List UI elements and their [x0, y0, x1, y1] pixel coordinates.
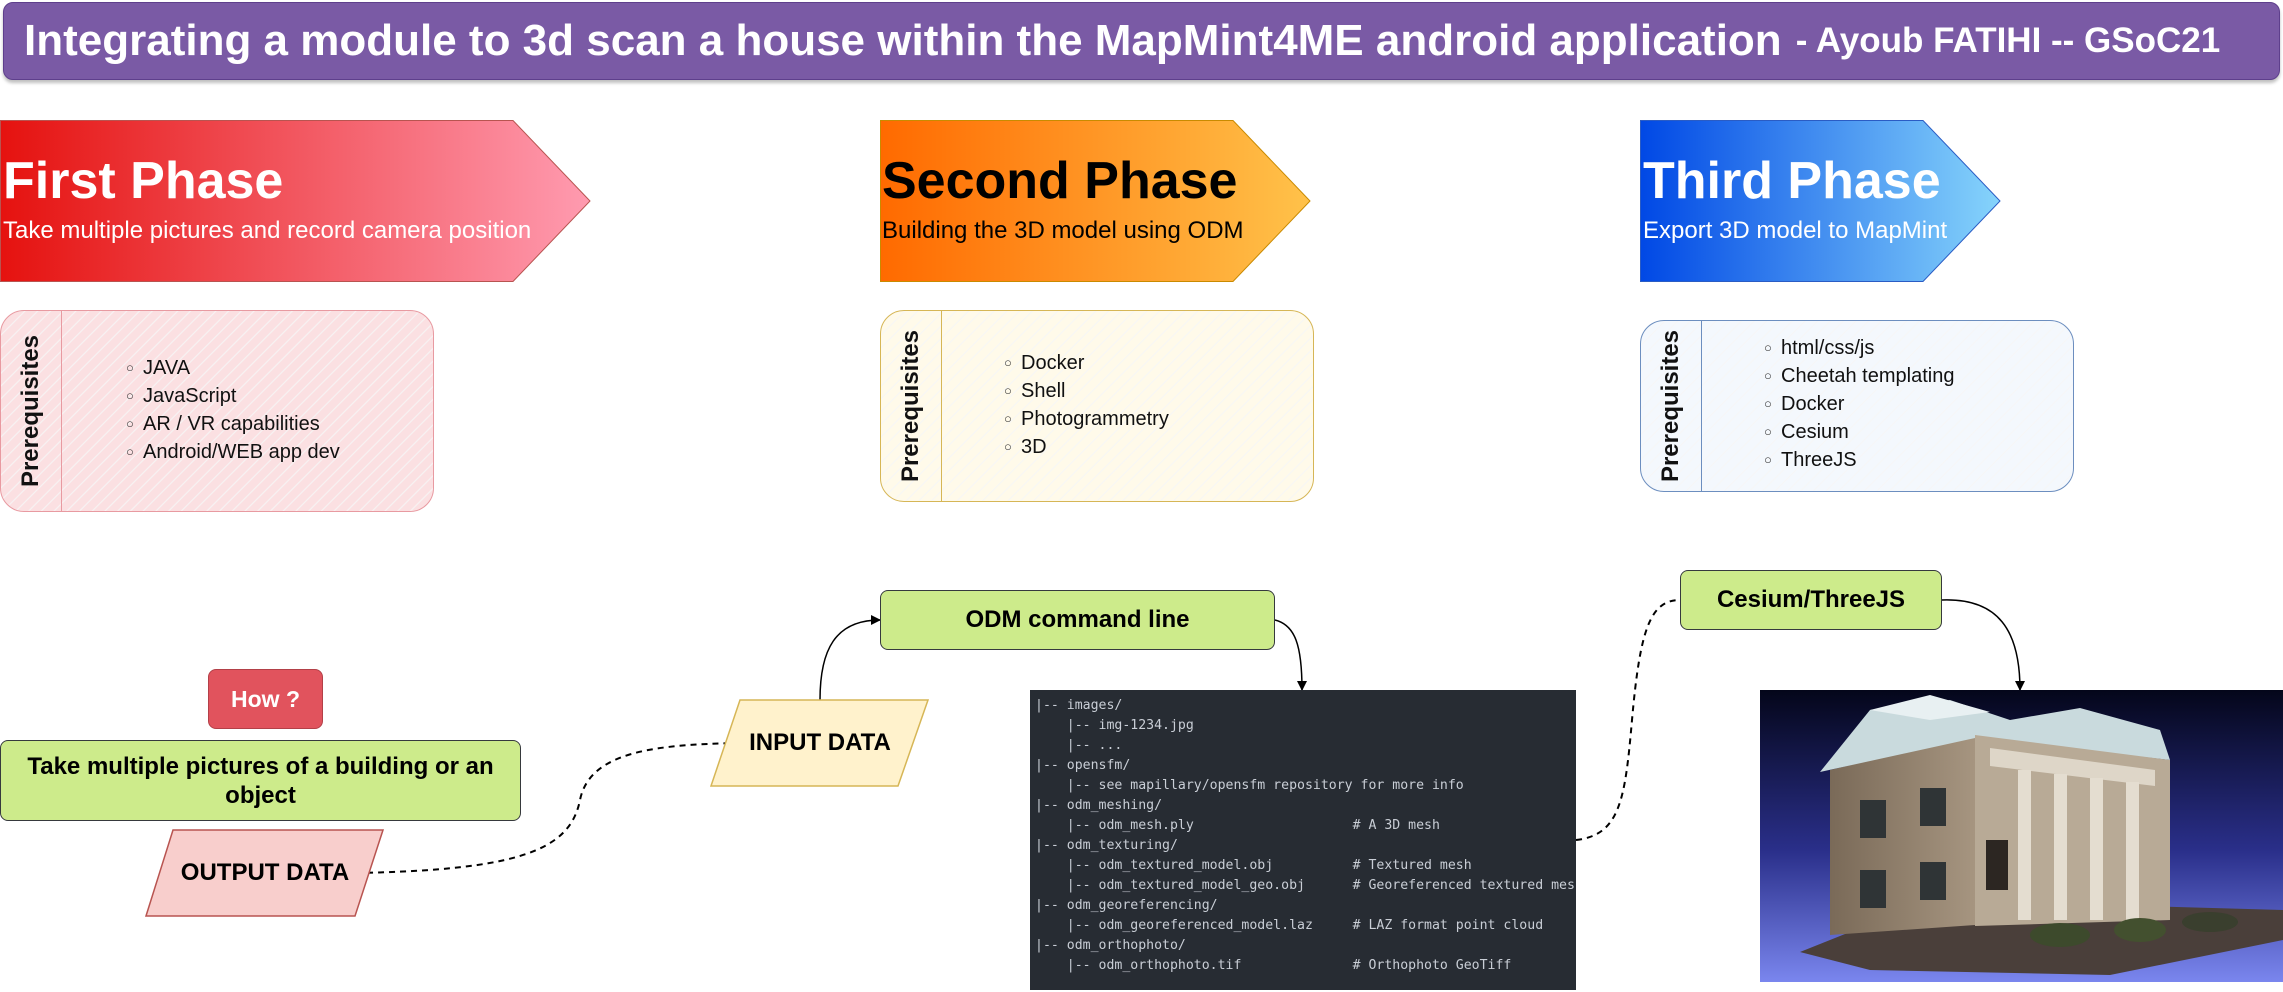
- prerequisite-item: Photogrammetry: [1004, 405, 1169, 433]
- prerequisites-list-1: JAVA JavaScript AR / VR capabilities And…: [126, 354, 340, 511]
- phase-1-text: First Phase Take multiple pictures and r…: [3, 155, 531, 245]
- prerequisites-box-3: Prerequisites html/css/js Cheetah templa…: [1640, 320, 2074, 492]
- code-line: |-- odm_georeferenced_model.laz # LAZ fo…: [1035, 918, 1544, 933]
- prerequisite-item: JAVA: [126, 354, 340, 382]
- prerequisite-item: Cheetah templating: [1764, 362, 1954, 390]
- prerequisites-header-1: Prerequisites: [1, 311, 62, 511]
- code-line: |-- odm_texturing/: [1035, 838, 1178, 853]
- connector-input-to-odm: [819, 615, 881, 701]
- house-3d-model-render: [1760, 690, 2283, 982]
- code-line: |-- odm_meshing/: [1035, 798, 1163, 813]
- prerequisite-item: ThreeJS: [1764, 446, 1954, 474]
- code-line: |-- see mapillary/opensfm repository for…: [1035, 778, 1464, 793]
- prerequisites-box-2: Prerequisites Docker Shell Photogrammetr…: [880, 310, 1314, 502]
- input-data-shape: [710, 699, 930, 787]
- phase-arrow-3: [1640, 120, 2001, 282]
- prerequisites-list-2: Docker Shell Photogrammetry 3D: [1004, 349, 1169, 501]
- code-line: |-- odm_orthophoto/: [1035, 938, 1186, 953]
- code-line: |-- odm_georeferencing/: [1035, 898, 1218, 913]
- code-line: |-- odm_orthophoto.tif # Orthophoto GeoT…: [1035, 958, 1512, 973]
- prerequisite-item: Docker: [1764, 390, 1954, 418]
- code-line: |-- images/: [1035, 698, 1123, 713]
- phase-1-title: First Phase: [3, 152, 284, 210]
- phase-2-title: Second Phase: [882, 152, 1238, 210]
- phase-2-text: Second Phase Building the 3D model using…: [882, 155, 1244, 245]
- connector-output-to-cesium: [1575, 599, 1681, 841]
- code-line: |-- img-1234.jpg: [1035, 718, 1194, 733]
- code-line: |-- ...: [1035, 738, 1123, 753]
- prerequisites-list-3: html/css/js Cheetah templating Docker Ce…: [1764, 334, 1954, 491]
- code-line: |-- odm_textured_model_geo.obj # Georefe…: [1035, 878, 1576, 893]
- take-pictures-label: Take multiple pictures of a building or …: [27, 752, 494, 809]
- phase-arrow-2: [880, 120, 1311, 282]
- output-data-shape: [145, 829, 385, 917]
- output-data-label: OUTPUT DATA: [180, 859, 350, 886]
- odm-output-tree: |-- images/ |-- img-1234.jpg |-- ... |--…: [1030, 690, 1576, 990]
- title-bar: Integrating a module to 3d scan a house …: [3, 2, 2280, 80]
- take-pictures-node: Take multiple pictures of a building or …: [0, 740, 521, 821]
- prerequisite-item: JavaScript: [126, 382, 340, 410]
- prerequisite-item: Shell: [1004, 377, 1169, 405]
- connector-cesium-to-render: [1941, 599, 2025, 691]
- phase-arrow-1: [0, 120, 591, 282]
- prerequisite-item: AR / VR capabilities: [126, 410, 340, 438]
- code-line: |-- opensfm/: [1035, 758, 1131, 773]
- how-node: How ?: [208, 669, 323, 729]
- odm-command-label: ODM command line: [965, 606, 1190, 633]
- phase-1-subtitle: Take multiple pictures and record camera…: [3, 217, 532, 244]
- phase-2-subtitle: Building the 3D model using ODM: [882, 217, 1244, 244]
- prerequisite-item: Android/WEB app dev: [126, 438, 340, 466]
- prerequisite-item: 3D: [1004, 433, 1169, 461]
- cesium-threejs-node: Cesium/ThreeJS: [1680, 570, 1942, 630]
- how-label: How ?: [231, 685, 300, 712]
- prerequisite-item: Cesium: [1764, 418, 1954, 446]
- odm-command-node: ODM command line: [880, 590, 1275, 650]
- page-subtitle: - Ayoub FATIHI -- GSoC21: [1795, 21, 2221, 60]
- prerequisites-box-1: Prerequisites JAVA JavaScript AR / VR ca…: [0, 310, 434, 512]
- code-line: |-- odm_mesh.ply # A 3D mesh: [1035, 818, 1440, 833]
- page-title: Integrating a module to 3d scan a house …: [24, 16, 1782, 65]
- phase-3-title: Third Phase: [1643, 152, 1941, 210]
- prerequisite-item: html/css/js: [1764, 334, 1954, 362]
- prerequisite-item: Docker: [1004, 349, 1169, 377]
- phase-3-subtitle: Export 3D model to MapMint: [1643, 217, 1948, 244]
- prerequisites-header-3: Prerequisites: [1641, 321, 1702, 491]
- input-data-label: INPUT DATA: [749, 729, 891, 756]
- code-line: |-- odm_textured_model.obj # Textured me…: [1035, 858, 1472, 873]
- prerequisites-header-2: Prerequisites: [881, 311, 942, 501]
- cesium-threejs-label: Cesium/ThreeJS: [1716, 586, 1906, 613]
- phase-3-text: Third Phase Export 3D model to MapMint: [1643, 155, 1947, 245]
- connector-odm-to-output: [1274, 619, 1307, 691]
